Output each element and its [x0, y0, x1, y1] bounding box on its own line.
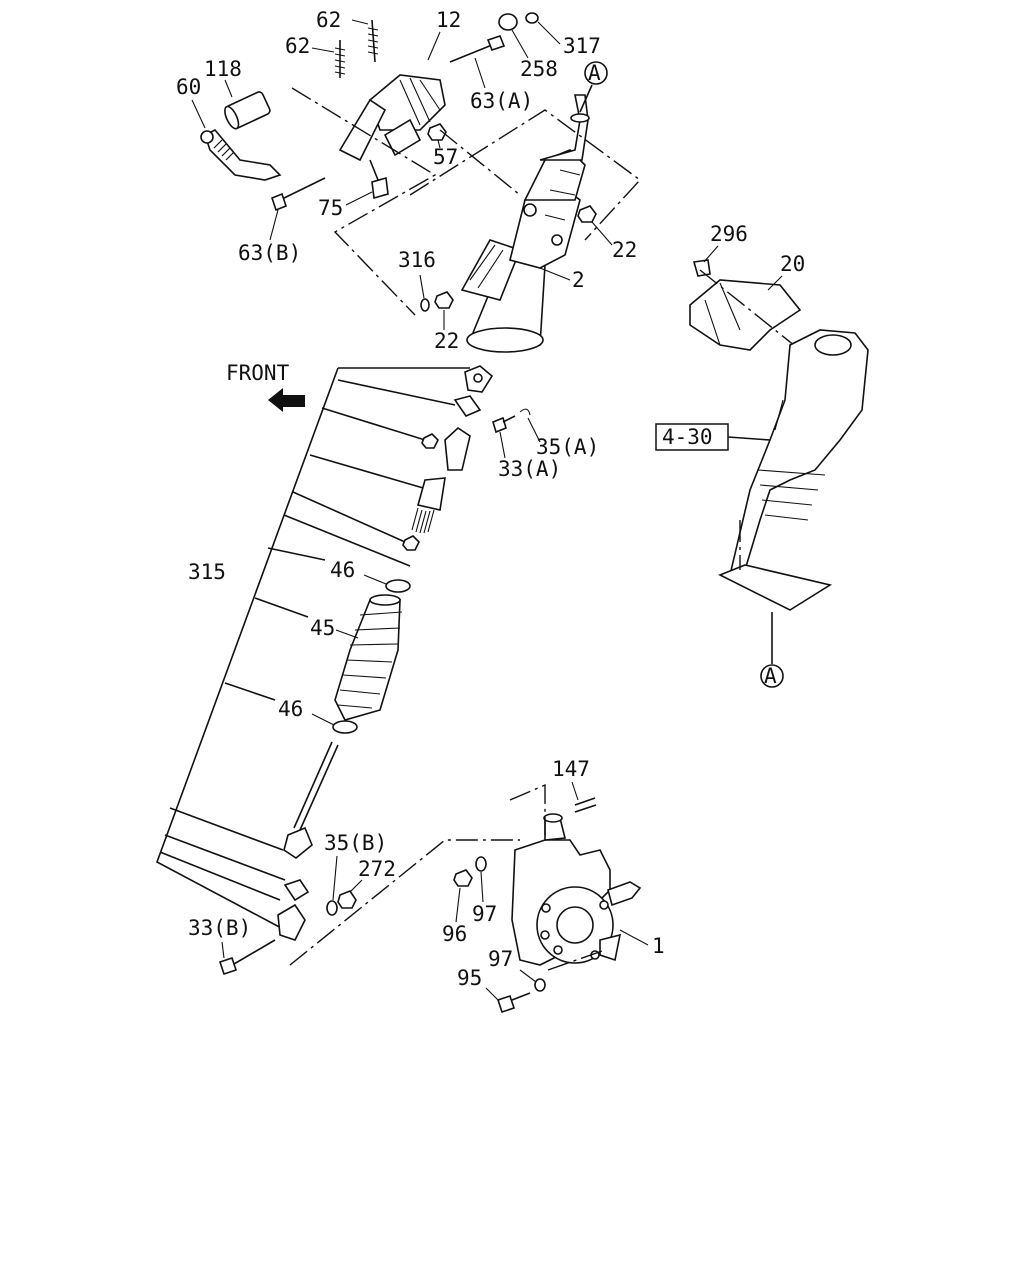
label-296: 296 [710, 222, 748, 246]
label-258: 258 [520, 57, 558, 81]
label-97a: 97 [472, 902, 497, 926]
intermediate-shaft-assembly [156, 365, 531, 976]
label-35a: 35(A) [536, 435, 599, 459]
label-33a: 33(A) [498, 457, 561, 481]
front-label: FRONT [226, 361, 290, 385]
front-direction-indicator: FRONT [226, 361, 305, 412]
steering-column-assembly [200, 12, 642, 353]
label-62a: 62 [316, 8, 341, 32]
label-46a: 46 [330, 558, 355, 582]
part-number-labels: 62 62 12 118 60 317 258 63(A) 57 75 63(B… [176, 8, 805, 1001]
label-272: 272 [358, 857, 396, 881]
label-63b: 63(B) [238, 241, 301, 265]
label-2: 2 [572, 268, 585, 292]
callout-a-top-text: A [588, 61, 601, 85]
label-22a: 22 [612, 238, 637, 262]
label-97b: 97 [488, 947, 513, 971]
reference-box-text: 4-30 [662, 425, 713, 449]
label-12: 12 [436, 8, 461, 32]
column-cover-assembly [689, 259, 869, 664]
label-95: 95 [457, 966, 482, 990]
label-62b: 62 [285, 34, 310, 58]
label-316: 316 [398, 248, 436, 272]
label-147: 147 [552, 757, 590, 781]
label-63a: 63(A) [470, 89, 533, 113]
label-1: 1 [652, 934, 665, 958]
label-33b: 33(B) [188, 916, 251, 940]
label-75: 75 [318, 196, 343, 220]
label-315: 315 [188, 560, 226, 584]
callout-a-bottom-text: A [764, 664, 777, 688]
callout-a-top: A [579, 61, 608, 113]
reference-box: 4-30 [655, 423, 729, 451]
label-96: 96 [442, 922, 467, 946]
steering-gearbox-assembly [453, 783, 642, 1014]
label-60: 60 [176, 75, 201, 99]
label-46b: 46 [278, 697, 303, 721]
label-35b: 35(B) [324, 831, 387, 855]
label-57: 57 [433, 145, 458, 169]
label-118: 118 [204, 57, 242, 81]
callout-a-bottom: A [760, 664, 784, 688]
label-317: 317 [563, 34, 601, 58]
label-20: 20 [780, 252, 805, 276]
front-arrow-icon [268, 388, 305, 412]
label-22b: 22 [434, 329, 459, 353]
label-45: 45 [310, 616, 335, 640]
